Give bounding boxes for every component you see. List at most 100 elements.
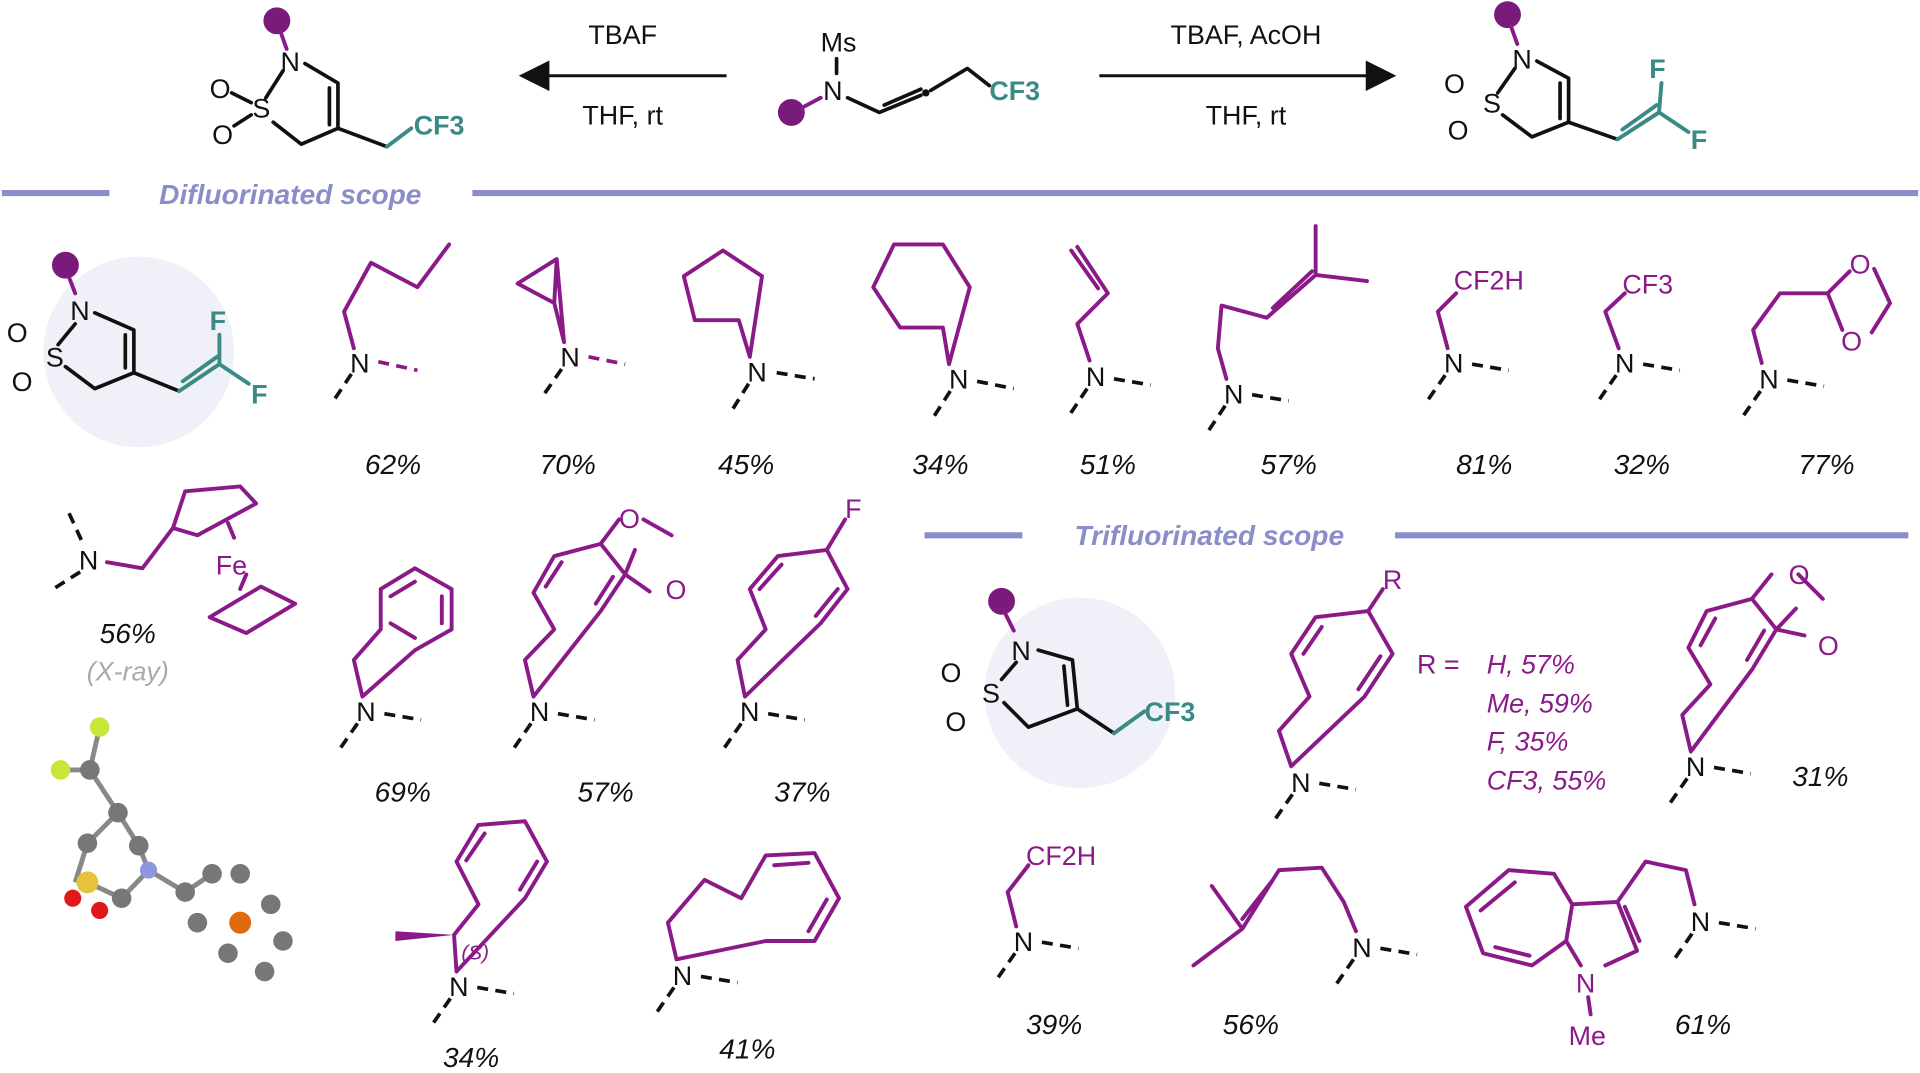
left-reagent: TBAF: [588, 20, 657, 50]
label-n: N: [740, 697, 759, 727]
label-o: O: [940, 658, 961, 688]
label-phenethyl: 41%: [719, 1033, 775, 1064]
cyclopentyl-amine: N 45%: [681, 248, 815, 480]
label-homoprenyl: 56%: [1223, 1009, 1279, 1040]
label-cyclopropyl: 70%: [540, 449, 596, 480]
trifluorinated-scope-title: Trifluorinated scope: [1075, 520, 1345, 551]
substituent-dot-icon: [777, 98, 805, 126]
benzodioxolylmethyl-amine: O O N 57%: [509, 504, 686, 808]
trifluoro-product: N S O O CF3: [210, 7, 465, 150]
label-n: N: [1291, 768, 1310, 798]
cyclohexyl-amine: N 34%: [871, 242, 1015, 480]
label-f: F: [251, 379, 267, 409]
label-phenylethyl_s: 34%: [443, 1042, 499, 1073]
label-stereo: (S): [461, 941, 489, 964]
label-n: N: [1686, 752, 1705, 782]
label-n: N: [673, 961, 692, 991]
label-trifluoroethyl: 32%: [1614, 449, 1670, 480]
label-r_equals: R =: [1417, 649, 1460, 679]
homoprenyl-amine: N 56%: [1191, 865, 1418, 1040]
left-conditions: THF, rt: [582, 101, 663, 131]
label-f: F: [210, 306, 226, 336]
cf3-label: CF3: [989, 76, 1040, 106]
label-benzodioxolylmethyl: 57%: [577, 777, 633, 808]
label-n: N: [1224, 379, 1243, 409]
para-substituted-benzyl-amine: R N: [1271, 565, 1402, 824]
fluorobenzyl-amine: F N 37%: [720, 494, 862, 808]
label-n: N: [1691, 907, 1710, 937]
label-cf3: CF3: [1622, 269, 1673, 299]
n-label: N: [823, 76, 842, 106]
label-1: Me, 59%: [1487, 688, 1593, 718]
label-xray_note: (X-ray): [87, 657, 169, 687]
label-n: N: [1615, 349, 1634, 379]
dioxolanylethyl-amine: O O N 77%: [1739, 250, 1892, 480]
trifluoroethyl-amine: CF3 N 32%: [1595, 269, 1681, 480]
label-s: S: [982, 679, 1000, 709]
label-o: O: [1448, 115, 1469, 145]
label-butyl: 62%: [365, 449, 421, 480]
label-s: S: [1483, 88, 1501, 118]
label-cyclohexyl: 34%: [912, 449, 968, 480]
label-cf2h: CF2H: [1454, 266, 1524, 296]
label-difluoroethyl: 39%: [1026, 1009, 1082, 1040]
label-fluorobenzyl: 37%: [774, 777, 830, 808]
trifluoro-core: N S O O CF3: [940, 587, 1196, 789]
difluoro-product: N S O O F F: [1444, 1, 1707, 155]
label-allyl: 51%: [1080, 449, 1136, 480]
label-n: N: [1352, 933, 1371, 963]
xray-structure-image: [50, 717, 293, 982]
phenylethyl-amine: (S) N 34%: [395, 819, 549, 1073]
label-n: N: [747, 357, 766, 387]
label-f: F: [845, 494, 861, 524]
difluoroethyl-amine: CF2H N 81%: [1424, 266, 1524, 480]
label-cf3: CF3: [1145, 697, 1196, 727]
label-benzyl: 69%: [375, 777, 431, 808]
prenyl-amine: N 57%: [1204, 224, 1369, 480]
label-n: N: [949, 365, 968, 395]
label-cyclopentyl: 45%: [718, 449, 774, 480]
right-conditions: THF, rt: [1206, 101, 1287, 131]
benzodioxolylmethyl-amine-tri: O O N 31%: [1666, 560, 1848, 808]
label-o: O: [665, 575, 686, 605]
label-n: N: [449, 972, 468, 1002]
left-arrow: TBAF THF, rt: [518, 20, 727, 131]
label-n: N: [1014, 927, 1033, 957]
label-s: S: [46, 343, 64, 373]
label-s: S: [252, 93, 270, 123]
allyl-amine: N 51%: [1066, 244, 1151, 480]
label-o: O: [1841, 327, 1862, 357]
label-n: N: [530, 697, 549, 727]
cyclopropyl-amine: N 70%: [515, 257, 626, 480]
label-n: N: [1512, 44, 1531, 74]
label-o: O: [7, 318, 28, 348]
label-f: F: [1691, 125, 1707, 155]
label-o: O: [1444, 69, 1465, 99]
label-o: O: [1818, 631, 1839, 661]
phenethyl-amine: N 41%: [652, 851, 841, 1064]
label-0: H, 57%: [1487, 649, 1575, 679]
label-o: O: [1789, 560, 1810, 590]
ms-label: Ms: [821, 27, 857, 57]
label-n: N: [1759, 365, 1778, 395]
label-difluoroethyl: 81%: [1456, 449, 1512, 480]
starting-allenamide: Ms N CF3: [777, 27, 1040, 126]
label-tryptamine: 61%: [1675, 1009, 1731, 1040]
label-prenyl: 57%: [1261, 449, 1317, 480]
benzyl-amine: N 69%: [336, 566, 454, 808]
label-dioxolanylethyl: 77%: [1798, 449, 1854, 480]
label-n: N: [1011, 636, 1030, 666]
label-fe: Fe: [216, 550, 247, 580]
label-n: N: [560, 343, 579, 373]
butyl-amine: N 62%: [330, 242, 452, 480]
difluoro-core: N S O O F F: [7, 251, 268, 448]
label-n: N: [70, 296, 89, 326]
label-o: O: [12, 367, 33, 397]
label-o: O: [210, 74, 231, 104]
label-cf2h: CF2H: [1026, 841, 1096, 871]
difluoroethyl-amine-tri: CF2H N 39%: [993, 841, 1096, 1040]
ferrocenylmethyl-amine: N Fe 56% (X-ray): [52, 484, 298, 687]
label-f: F: [1649, 54, 1665, 84]
right-arrow: TBAF, AcOH THF, rt: [1099, 20, 1397, 131]
